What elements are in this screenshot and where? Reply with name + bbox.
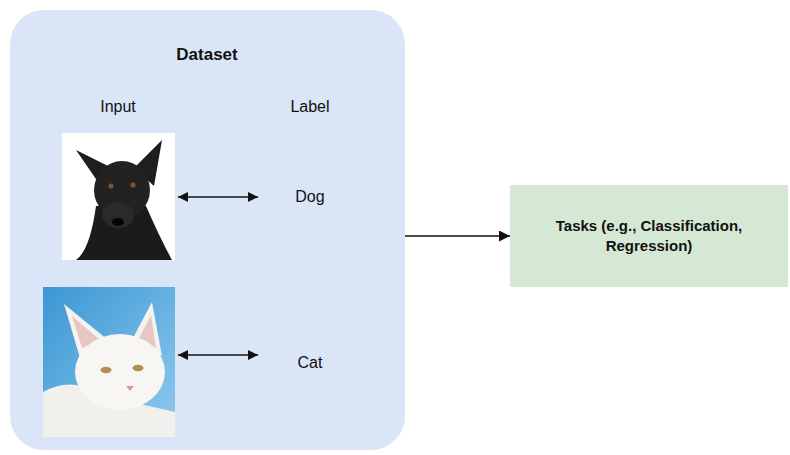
column-header: Label <box>290 97 329 117</box>
box-text: Tasks (e.g., Classification, Regression) <box>529 216 769 257</box>
pairing-arrow <box>178 354 258 356</box>
dataset-panel: DatasetInput LabelDogCat <box>10 10 405 450</box>
dog-snout <box>102 202 134 228</box>
class-label: Cat <box>298 353 323 373</box>
dog-nose <box>112 218 124 226</box>
dog-photo <box>62 133 175 260</box>
cat-nose <box>126 386 134 391</box>
pairing-arrow <box>178 196 258 198</box>
photo-background <box>43 287 175 437</box>
photo-background <box>62 133 175 260</box>
cat-photo <box>43 287 175 437</box>
cat-eye <box>133 365 144 371</box>
cat-eye <box>101 367 112 373</box>
column-header: Input <box>100 97 136 117</box>
task-box: Tasks (e.g., Classification, Regression) <box>510 185 788 287</box>
dataset-illustrations <box>10 10 405 450</box>
dog-eye <box>108 183 113 188</box>
cat-head <box>75 334 165 410</box>
panel-title: Dataset <box>176 44 237 65</box>
dog-eye <box>130 182 135 187</box>
class-label: Dog <box>295 187 324 207</box>
flow-arrow <box>405 235 510 237</box>
